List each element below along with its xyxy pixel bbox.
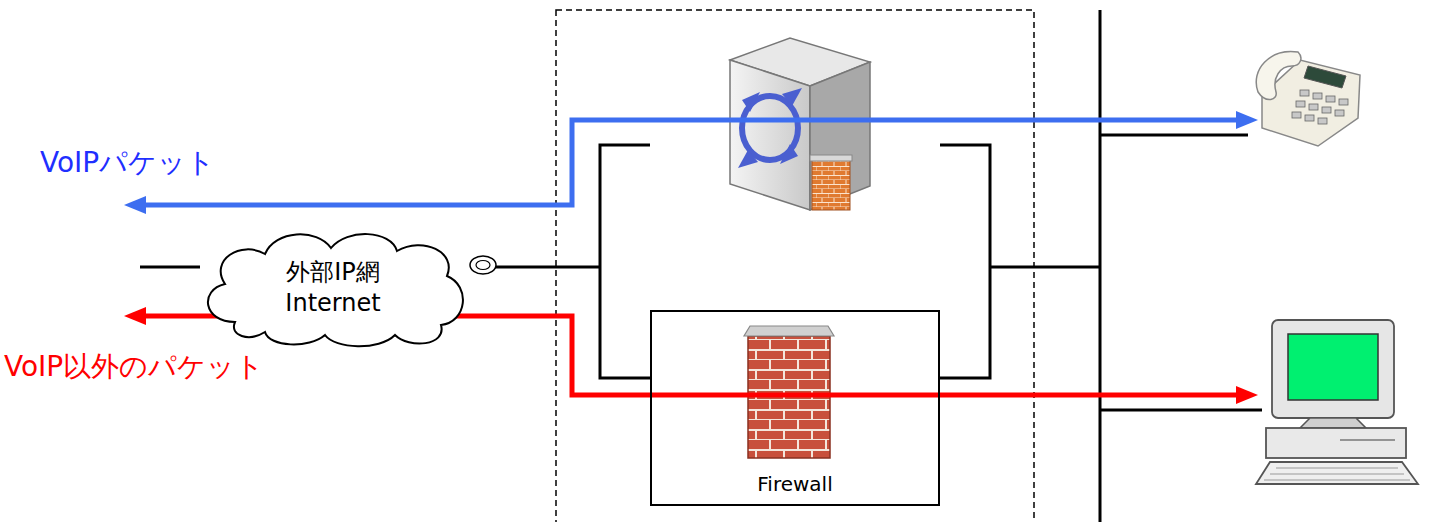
dashed-region [556, 10, 1034, 522]
port-symbol [476, 261, 490, 270]
arrow-head [124, 307, 146, 325]
flow-label: VoIP以外のパケット [4, 350, 264, 384]
arrow-head [124, 196, 146, 214]
wire [1100, 409, 1262, 412]
flow-label: VoIPパケット [40, 146, 215, 180]
lan-bus [1099, 10, 1102, 522]
arrow-head [1236, 111, 1258, 129]
wire [990, 266, 1100, 269]
firewall-wall-icon [744, 326, 834, 458]
network-wires [140, 10, 1262, 522]
port-symbol [470, 256, 496, 274]
wire [140, 266, 200, 269]
cloud-node: 外部IP網 Internet [195, 226, 471, 350]
cloud-outline [195, 226, 471, 350]
box-label: Firewall [757, 472, 832, 496]
packet-flows [124, 111, 1258, 404]
router-icon [730, 38, 870, 210]
bracket-wire [940, 145, 990, 378]
pc-icon [1256, 320, 1418, 484]
wire [1100, 134, 1248, 137]
network-name: 外部IP網 Internet [263, 257, 403, 319]
telephone-icon [1256, 52, 1360, 146]
firewall-box: Firewall [650, 310, 940, 506]
arrow-head [1236, 386, 1258, 404]
bracket-wire [600, 145, 650, 378]
packet-flow-line [134, 120, 1246, 205]
wire [495, 266, 600, 269]
